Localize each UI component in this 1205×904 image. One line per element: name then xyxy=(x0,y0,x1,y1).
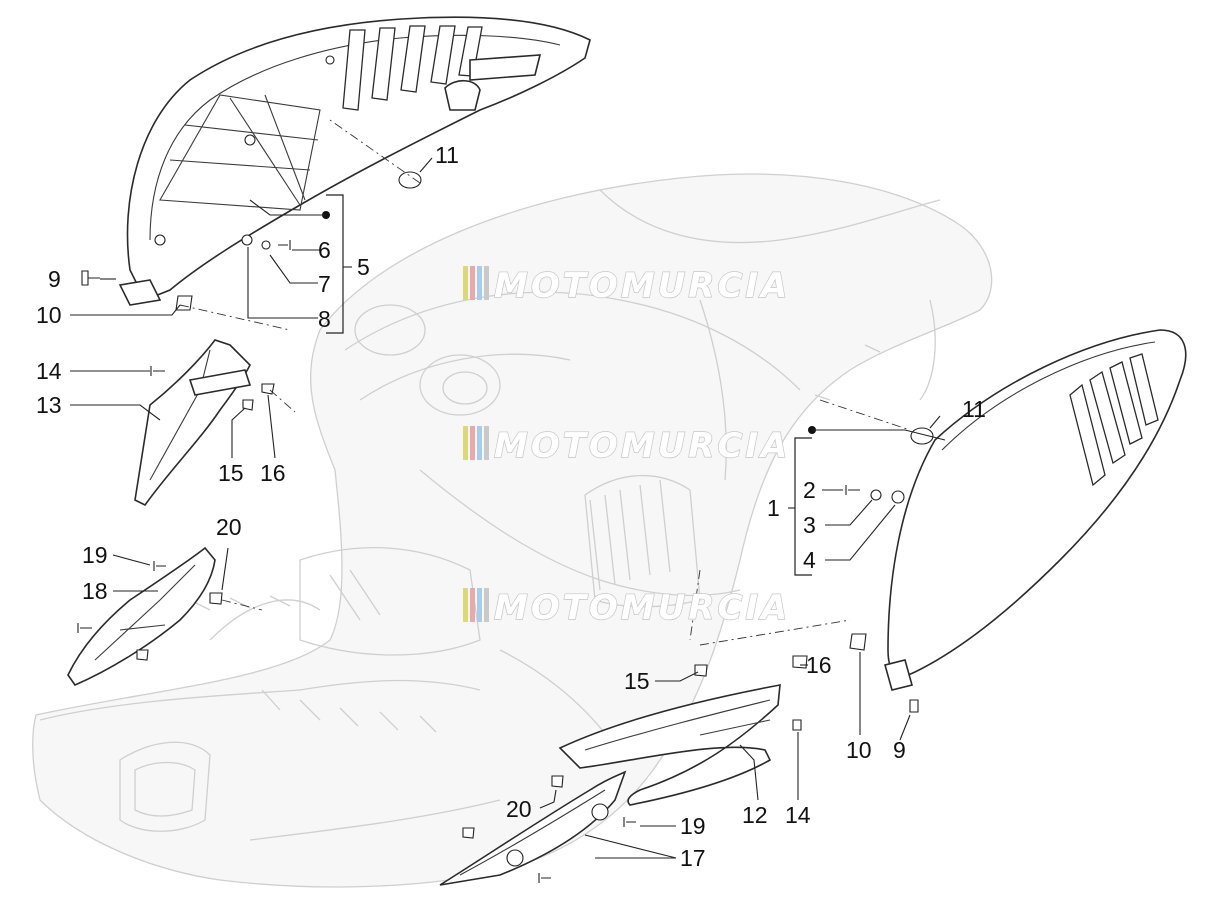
washer-4 xyxy=(891,490,905,504)
clip-15-mid xyxy=(694,664,708,677)
screw-2 xyxy=(845,485,860,495)
watermark-text: MOTOMURCIA xyxy=(494,426,790,466)
clip-15-left xyxy=(242,399,254,411)
cowl-5-vent-slats xyxy=(342,25,483,111)
watermark-stripe xyxy=(470,588,475,622)
callout-6: 6 xyxy=(318,237,331,263)
watermark-stripe xyxy=(463,588,468,622)
clip-10-left xyxy=(175,295,193,311)
screw-19-bottom-b xyxy=(538,873,551,883)
callout-20-bottom: 20 xyxy=(506,796,532,822)
watermark-stripe xyxy=(484,266,489,300)
callout-16-mid: 16 xyxy=(806,652,832,678)
part-17-lower-center-trim xyxy=(439,770,627,886)
watermark-bottom: MOTOMURCIA xyxy=(463,587,790,629)
watermark-text: MOTOMURCIA xyxy=(494,588,790,628)
part-1-right-side-cowl xyxy=(884,329,1187,691)
callout-7: 7 xyxy=(318,271,331,297)
washer-8 xyxy=(241,234,253,246)
callout-11-top: 11 xyxy=(435,142,459,168)
callout-19-left: 19 xyxy=(82,542,108,568)
watermark-stripe xyxy=(477,266,482,300)
grommet-11-top xyxy=(398,171,422,189)
callout-18: 18 xyxy=(82,578,108,604)
watermark-stripe xyxy=(477,588,482,622)
watermark-stripe xyxy=(484,588,489,622)
watermark-stripe xyxy=(463,266,468,300)
callout-1: 1 xyxy=(767,495,780,521)
callout-14-right: 14 xyxy=(785,802,811,828)
callout-14-left: 14 xyxy=(36,358,62,384)
grommet-11-right xyxy=(910,427,934,445)
nut-3 xyxy=(870,489,882,501)
watermark-stripe xyxy=(470,426,475,460)
watermark-stripe xyxy=(470,266,475,300)
callout-12: 12 xyxy=(742,802,768,828)
callout-5: 5 xyxy=(357,254,370,280)
watermark-stripe xyxy=(463,426,468,460)
watermark-middle: MOTOMURCIA xyxy=(463,425,790,467)
clip-20-bottom xyxy=(551,775,564,788)
callout-17: 17 xyxy=(680,845,706,871)
callout-11-right: 11 xyxy=(962,396,986,422)
screw-19-left xyxy=(153,561,166,571)
clip-20-bottom-b xyxy=(462,827,475,839)
callout-10-right: 10 xyxy=(846,737,872,763)
leader-lines xyxy=(70,157,946,859)
callout-labels: 11 6 5 7 9 10 8 14 13 15 16 20 19 18 11 … xyxy=(36,142,986,871)
callout-13: 13 xyxy=(36,392,62,418)
screw-9-right xyxy=(909,699,919,713)
part-12-right-floor-trim xyxy=(558,684,781,806)
cowl-1-vent-slats xyxy=(1069,353,1159,487)
clip-10-right xyxy=(849,633,867,651)
screw-19-bottom xyxy=(623,817,636,827)
callout-10-left: 10 xyxy=(36,302,62,328)
clip-20-left xyxy=(209,592,223,605)
callout-16-left: 16 xyxy=(260,460,286,486)
nut-7 xyxy=(261,240,271,250)
screw-14-left xyxy=(150,366,165,376)
part-13-left-upper-trim xyxy=(134,339,252,507)
callout-15-mid: 15 xyxy=(624,668,650,694)
scooter-body-outline xyxy=(32,173,993,888)
part-5-left-side-cowl xyxy=(118,16,591,306)
clip-16-mid xyxy=(792,655,808,669)
watermark-top: MOTOMURCIA xyxy=(463,265,790,307)
screw-9-left xyxy=(81,270,100,286)
assembly-lines xyxy=(179,119,911,646)
callout-20-left: 20 xyxy=(216,514,242,540)
callout-8: 8 xyxy=(318,306,331,332)
callout-4: 4 xyxy=(803,547,816,573)
clip-16-left xyxy=(261,383,275,395)
callout-2: 2 xyxy=(803,477,816,503)
screw-6 xyxy=(278,240,291,250)
screw-19-left-b xyxy=(77,623,92,633)
callout-3: 3 xyxy=(803,512,816,538)
watermark-stripe xyxy=(477,426,482,460)
clip-20-left-b xyxy=(136,649,149,661)
screw-14-right xyxy=(792,719,802,731)
watermark-text: MOTOMURCIA xyxy=(494,266,790,306)
callout-9-right: 9 xyxy=(893,737,906,763)
callout-15-left: 15 xyxy=(218,460,244,486)
watermark-stripe xyxy=(484,426,489,460)
body-vent-slats xyxy=(584,474,701,608)
part-18-left-lower-trim xyxy=(67,546,216,686)
callout-19-bottom: 19 xyxy=(680,813,706,839)
callout-9-left: 9 xyxy=(48,266,61,292)
